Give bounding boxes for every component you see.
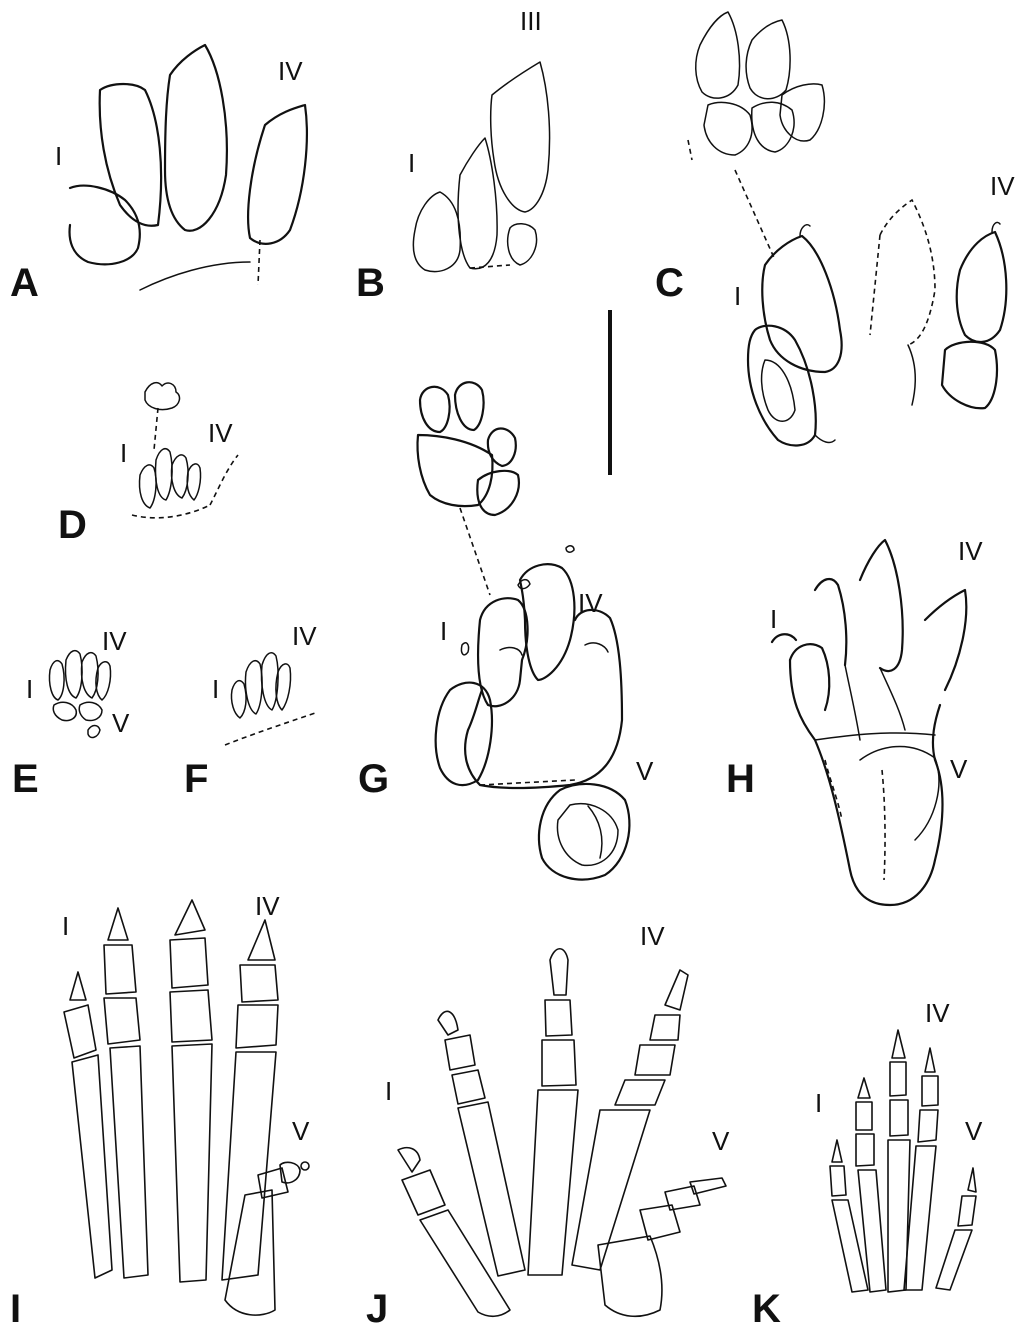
panel-i-digit-iv: IV [255, 891, 280, 921]
panel-g-digit-i: I [440, 616, 447, 646]
panel-e-digit-i: I [26, 674, 33, 704]
panel-k-digit-v: V [965, 1116, 983, 1146]
panel-h-track [772, 540, 966, 905]
panel-a-digit-iv: IV [278, 56, 303, 86]
panel-a-track [70, 45, 307, 290]
panel-b-track [413, 62, 549, 272]
panel-d-digit-i: I [120, 438, 127, 468]
panel-k-skeleton [830, 1030, 976, 1292]
panel-b-digit-i: I [408, 148, 415, 178]
panel-h-digit-v: V [950, 754, 968, 784]
panel-d-digit-iv: IV [208, 418, 233, 448]
panel-e-digit-v: V [112, 708, 130, 738]
panel-f-label: F [184, 757, 208, 801]
panel-e-digit-iv: IV [102, 626, 127, 656]
panel-d-label: D [58, 503, 87, 547]
panel-f-digit-iv: IV [292, 621, 317, 651]
panel-b-label: B [356, 261, 385, 305]
panel-j-label: J [366, 1287, 388, 1331]
panel-g-digit-v: V [636, 756, 654, 786]
panel-i-digit-i: I [62, 911, 69, 941]
panel-i-digit-v: V [292, 1116, 310, 1146]
panel-k-label: K [752, 1287, 781, 1331]
panel-a-digit-i: I [55, 141, 62, 171]
panel-j-digit-iv: IV [640, 921, 665, 951]
panel-e-track [49, 651, 110, 738]
panel-e-label: E [12, 757, 39, 801]
panel-a-label: A [10, 261, 39, 305]
panel-h-digit-i: I [770, 604, 777, 634]
panel-h-label: H [726, 757, 755, 801]
panel-i-label: I [10, 1287, 21, 1331]
panel-g-label: G [358, 757, 389, 801]
panel-c-track [688, 12, 1006, 445]
panel-j-digit-v: V [712, 1126, 730, 1156]
panel-k-digit-iv: IV [925, 998, 950, 1028]
panel-b-digit-iii: III [520, 6, 542, 36]
panel-j-skeleton [398, 949, 726, 1317]
panel-f-track [225, 653, 318, 745]
panel-g-track [418, 382, 630, 879]
panel-k-digit-i: I [815, 1088, 822, 1118]
panel-d-track [132, 383, 238, 518]
panel-i-skeleton [64, 900, 309, 1315]
panel-g-digit-iv: IV [578, 588, 603, 618]
panel-h-digit-iv: IV [958, 536, 983, 566]
panel-c-digit-i: I [734, 281, 741, 311]
panel-c-label: C [655, 261, 684, 305]
panel-j-digit-i: I [385, 1076, 392, 1106]
panel-f-digit-i: I [212, 674, 219, 704]
panel-c-digit-iv: IV [990, 171, 1015, 201]
